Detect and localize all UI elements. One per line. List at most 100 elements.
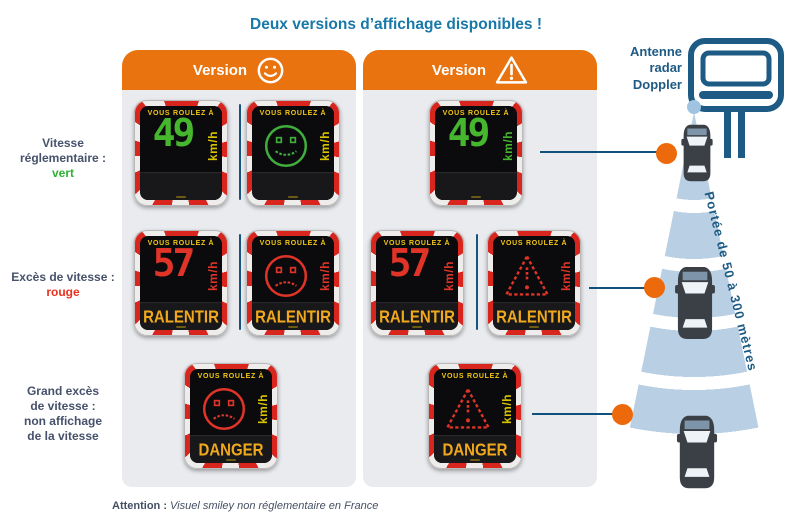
display-screen-header: VOUS ROULEZ À	[197, 373, 265, 380]
display-screen-header: VOUS ROULEZ À	[383, 240, 451, 247]
radar-display: VOUS ROULEZ À km/h RALENTIR	[487, 230, 581, 336]
display-footer: DANGER	[190, 435, 272, 463]
radar-display-frame: VOUS ROULEZ À km/h DANGER	[428, 363, 522, 469]
display-main-area: 49 km/h	[435, 111, 517, 174]
panel-header: Version	[363, 50, 597, 90]
row-label-excessive: Grand excès de vitesse : non affichage d…	[8, 384, 118, 444]
footnote-text: Visuel smiley non réglementaire en Franc…	[166, 500, 379, 512]
radar-display-frame: VOUS ROULEZ À km/h DANGER	[184, 363, 278, 469]
radar-display-screen: VOUS ROULEZ À 49 km/h	[435, 106, 517, 200]
radar-display-frame: VOUS ROULEZ À 49 km/h	[134, 100, 228, 206]
radar-display: VOUS ROULEZ À 49 km/h	[429, 100, 523, 206]
display-symbol	[496, 248, 558, 303]
footnote: Attention : Visuel smiley non réglementa…	[112, 500, 378, 512]
row-label-line: réglementaire :	[19, 151, 107, 165]
display-unit: km/h	[206, 260, 220, 291]
display-symbol	[438, 118, 500, 173]
marker-dot	[644, 277, 665, 298]
radar-display-frame: VOUS ROULEZ À km/h RALENTIR	[487, 230, 581, 336]
footnote-label: Attention :	[112, 500, 167, 512]
radar-display-screen: VOUS ROULEZ À km/h RALENTIR	[493, 236, 575, 330]
brand-mark	[529, 326, 539, 328]
display-digits: 49	[152, 111, 196, 155]
display-symbol	[379, 248, 441, 303]
row-label-highlight: rouge	[46, 285, 80, 299]
radar-antenna-icon	[688, 38, 784, 158]
display-screen-header: VOUS ROULEZ À	[500, 240, 568, 247]
connector-line	[589, 287, 647, 289]
row-label-line: de vitesse :	[30, 399, 96, 413]
display-footer: RALENTIR	[252, 302, 334, 330]
panel-header-label: Version	[431, 61, 487, 79]
radar-display: VOUS ROULEZ À km/h DANGER	[428, 363, 522, 469]
smiley-sad-icon	[264, 254, 308, 297]
connector-line	[540, 151, 658, 153]
smiley-happy-icon	[264, 124, 308, 167]
marker-dot	[656, 143, 677, 164]
car-icon	[676, 415, 718, 489]
display-unit: km/h	[442, 260, 456, 291]
display-main-area: km/h	[434, 380, 516, 437]
page-title: Deux versions d’affichage disponibles !	[250, 16, 542, 33]
display-unit: km/h	[559, 260, 573, 291]
antenna-label: Antenne radar Doppler	[630, 44, 682, 92]
row-label-highlight: vert	[51, 166, 74, 180]
display-main-area: km/h	[190, 380, 272, 437]
smiley-sad-icon	[202, 387, 246, 430]
display-symbol	[437, 381, 499, 436]
display-screen-header: VOUS ROULEZ À	[259, 110, 327, 117]
display-unit: km/h	[256, 393, 270, 424]
warning-triangle-icon	[446, 387, 490, 429]
radar-display-screen: VOUS ROULEZ À km/h DANGER	[434, 369, 516, 463]
radar-display: VOUS ROULEZ À km/h RALENTIR	[246, 230, 340, 336]
panel-header-label: Version	[192, 61, 248, 79]
display-unit: km/h	[206, 130, 220, 161]
display-screen-header: VOUS ROULEZ À	[147, 110, 215, 117]
brand-mark	[288, 196, 298, 198]
display-divider	[239, 104, 241, 200]
display-main-area: 57 km/h	[376, 241, 458, 304]
display-digits: 57	[152, 241, 196, 285]
connector-line	[532, 413, 614, 415]
brand-mark	[226, 459, 236, 461]
radar-display-screen: VOUS ROULEZ À 57 km/h RALENTIR	[376, 236, 458, 330]
display-digits: 57	[388, 241, 432, 285]
display-symbol	[193, 381, 255, 436]
radar-display: VOUS ROULEZ À 57 km/h RALENTIR	[134, 230, 228, 336]
car-icon	[675, 266, 715, 340]
brand-mark	[412, 326, 422, 328]
row-label-line: Vitesse	[42, 136, 84, 150]
display-screen-header: VOUS ROULEZ À	[442, 110, 510, 117]
radar-emitter-dot	[687, 100, 701, 114]
marker-dot	[612, 404, 633, 425]
display-symbol	[143, 248, 205, 303]
brand-mark	[471, 196, 481, 198]
brand-mark	[176, 326, 186, 328]
radar-display-screen: VOUS ROULEZ À 57 km/h RALENTIR	[140, 236, 222, 330]
display-screen-header: VOUS ROULEZ À	[259, 240, 327, 247]
display-footer: RALENTIR	[376, 302, 458, 330]
radar-display-frame: VOUS ROULEZ À 49 km/h	[429, 100, 523, 206]
display-symbol	[143, 118, 205, 173]
display-screen-header: VOUS ROULEZ À	[147, 240, 215, 247]
row-label-line: non affichage	[23, 414, 102, 428]
display-footer: DANGER	[434, 435, 516, 463]
radar-display: VOUS ROULEZ À km/h	[246, 100, 340, 206]
display-footer	[252, 172, 334, 200]
display-main-area: km/h	[493, 247, 575, 304]
display-main-area: km/h	[252, 117, 334, 174]
radar-display-frame: VOUS ROULEZ À 57 km/h RALENTIR	[134, 230, 228, 336]
row-label-regulatory: Vitesse réglementaire : vert	[4, 136, 122, 181]
display-main-area: 49 km/h	[140, 111, 222, 174]
radar-display: VOUS ROULEZ À 57 km/h RALENTIR	[370, 230, 464, 336]
brand-mark	[470, 459, 480, 461]
row-label-line: Grand excès	[26, 384, 100, 398]
display-footer: RALENTIR	[493, 302, 575, 330]
smiley-icon	[257, 57, 284, 83]
radar-display-screen: VOUS ROULEZ À km/h DANGER	[190, 369, 272, 463]
brand-mark	[176, 196, 186, 198]
display-unit: km/h	[501, 130, 515, 161]
display-screen-header: VOUS ROULEZ À	[441, 373, 509, 380]
radar-display-screen: VOUS ROULEZ À 49 km/h	[140, 106, 222, 200]
